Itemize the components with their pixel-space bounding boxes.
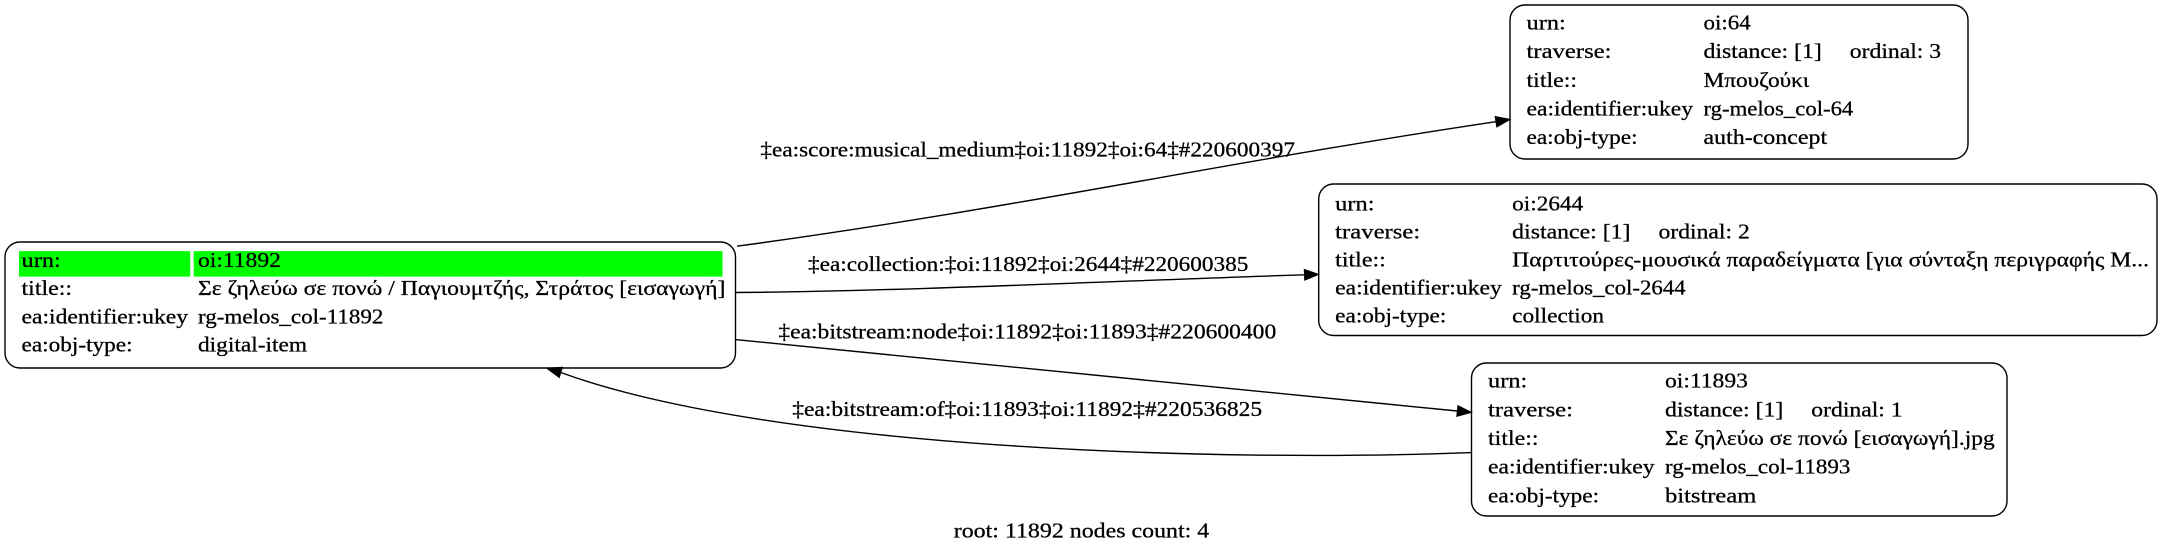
- svg-text:root: 11892 nodes count: 4: root: 11892 nodes count: 4: [954, 519, 1210, 543]
- svg-text:digital-item: digital-item: [198, 332, 307, 356]
- svg-text:distance: [1]: distance: [1]: [1512, 219, 1630, 243]
- svg-text:auth-concept: auth-concept: [1704, 125, 1828, 149]
- svg-text:ea:identifier:ukey: ea:identifier:ukey: [1488, 455, 1655, 479]
- svg-text:rg-melos_col-2644: rg-melos_col-2644: [1512, 276, 1686, 300]
- svg-text:traverse:: traverse:: [1527, 39, 1612, 63]
- svg-text:urn:: urn:: [1527, 11, 1566, 35]
- svg-text:oi:11893: oi:11893: [1665, 368, 1748, 392]
- svg-text:Σε ζηλεύω σε πονώ [εισαγωγή].j: Σε ζηλεύω σε πονώ [εισαγωγή].jpg: [1665, 426, 1995, 450]
- svg-text:urn:: urn:: [22, 248, 61, 272]
- svg-text:oi:11892: oi:11892: [198, 248, 281, 272]
- svg-text:ordinal: 3: ordinal: 3: [1850, 39, 1941, 63]
- svg-text:traverse:: traverse:: [1488, 397, 1573, 421]
- svg-text:Παρτιτούρες-μουσικά παραδείγμα: Παρτιτούρες-μουσικά παραδείγματα [για σύ…: [1512, 247, 2149, 271]
- svg-text:‡ea:bitstream:node‡oi:11892‡oi: ‡ea:bitstream:node‡oi:11892‡oi:11893‡#22…: [778, 320, 1276, 344]
- svg-text:rg-melos_col-64: rg-melos_col-64: [1704, 97, 1854, 121]
- svg-text:rg-melos_col-11893: rg-melos_col-11893: [1665, 455, 1850, 479]
- svg-text:traverse:: traverse:: [1335, 219, 1420, 243]
- svg-text:ea:identifier:ukey: ea:identifier:ukey: [22, 304, 189, 328]
- svg-text:ordinal: 2: ordinal: 2: [1659, 219, 1750, 243]
- svg-text:ea:identifier:ukey: ea:identifier:ukey: [1335, 276, 1502, 300]
- svg-text:distance: [1]: distance: [1]: [1704, 39, 1822, 63]
- svg-text:urn:: urn:: [1488, 368, 1527, 392]
- svg-text:ea:obj-type:: ea:obj-type:: [22, 332, 133, 356]
- svg-text:title::: title::: [1488, 426, 1539, 450]
- svg-text:collection: collection: [1512, 304, 1604, 328]
- svg-text:title::: title::: [1527, 68, 1578, 92]
- svg-text:bitstream: bitstream: [1665, 484, 1757, 508]
- svg-text:‡ea:bitstream:of‡oi:11893‡oi:1: ‡ea:bitstream:of‡oi:11893‡oi:11892‡#2205…: [792, 397, 1262, 421]
- svg-text:oi:64: oi:64: [1704, 11, 1752, 35]
- svg-text:ea:obj-type:: ea:obj-type:: [1335, 304, 1446, 328]
- svg-text:oi:2644: oi:2644: [1512, 191, 1583, 215]
- svg-text:ordinal: 1: ordinal: 1: [1811, 397, 1902, 421]
- svg-text:‡ea:score:musical_medium‡oi:11: ‡ea:score:musical_medium‡oi:11892‡oi:64‡…: [760, 137, 1295, 161]
- svg-text:ea:identifier:ukey: ea:identifier:ukey: [1527, 97, 1694, 121]
- svg-text:Σε ζηλεύω σε πονώ / Παγιουμτζή: Σε ζηλεύω σε πονώ / Παγιουμτζής, Στράτος…: [198, 276, 725, 300]
- svg-text:ea:obj-type:: ea:obj-type:: [1488, 484, 1599, 508]
- svg-text:distance: [1]: distance: [1]: [1665, 397, 1783, 421]
- svg-text:urn:: urn:: [1335, 191, 1374, 215]
- svg-text:ea:obj-type:: ea:obj-type:: [1527, 125, 1638, 149]
- svg-text:‡ea:collection:‡oi:11892‡oi:26: ‡ea:collection:‡oi:11892‡oi:2644‡#220600…: [808, 252, 1248, 276]
- svg-text:title::: title::: [22, 276, 73, 300]
- svg-text:rg-melos_col-11892: rg-melos_col-11892: [198, 304, 383, 328]
- svg-text:Μπουζούκι: Μπουζούκι: [1704, 68, 1810, 92]
- svg-text:title::: title::: [1335, 247, 1386, 271]
